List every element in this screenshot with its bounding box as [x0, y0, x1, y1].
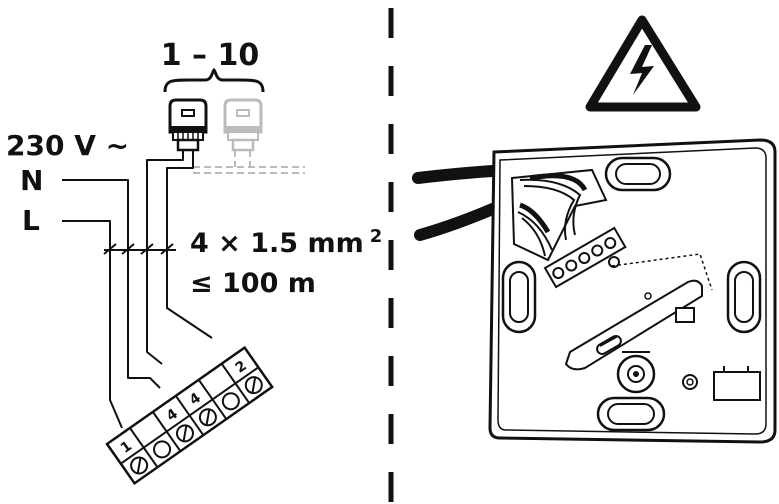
cable-channel: [564, 279, 703, 371]
mounting-slot-left: [501, 260, 537, 334]
hole: [644, 292, 652, 300]
mounting-slot-top: [604, 156, 672, 192]
wiring-schematic: 1 – 10: [6, 38, 382, 486]
cable-length-label: ≤ 100 m: [190, 268, 316, 299]
neutral-wire: [62, 179, 161, 389]
actuator-wire-b: [166, 150, 213, 339]
center-screw-icon: [616, 351, 656, 394]
actuator-ghost-icon: [223, 98, 263, 152]
mounting-slot-bottom: [596, 396, 666, 432]
actuator-range-label: 1 – 10: [161, 38, 260, 73]
ribbed-area: [611, 253, 713, 291]
actuator-icon: [168, 98, 208, 152]
battery-icon: [713, 366, 761, 401]
neutral-label: N: [20, 164, 43, 197]
device-terminal-block: [543, 226, 627, 289]
actuator-wire-a: [146, 150, 184, 365]
terminal-block: 1 4 4 2: [105, 345, 274, 486]
live-label: L: [22, 204, 40, 237]
ghost-cable: [193, 150, 305, 174]
internal-wires: [517, 173, 588, 257]
range-brace: [163, 67, 265, 93]
connector-socket: [675, 307, 695, 323]
high-voltage-warning-icon: [585, 15, 701, 112]
voltage-label: 230 V ~: [6, 129, 129, 162]
hole: [608, 256, 620, 268]
terminal-screw-icon: [130, 376, 263, 475]
ring-icon: [682, 374, 698, 390]
device-illustration: [412, 15, 777, 444]
wires: [62, 150, 213, 429]
live-wire: [62, 220, 123, 429]
cable-lower: [414, 202, 501, 241]
mounting-slot-right: [726, 260, 762, 334]
